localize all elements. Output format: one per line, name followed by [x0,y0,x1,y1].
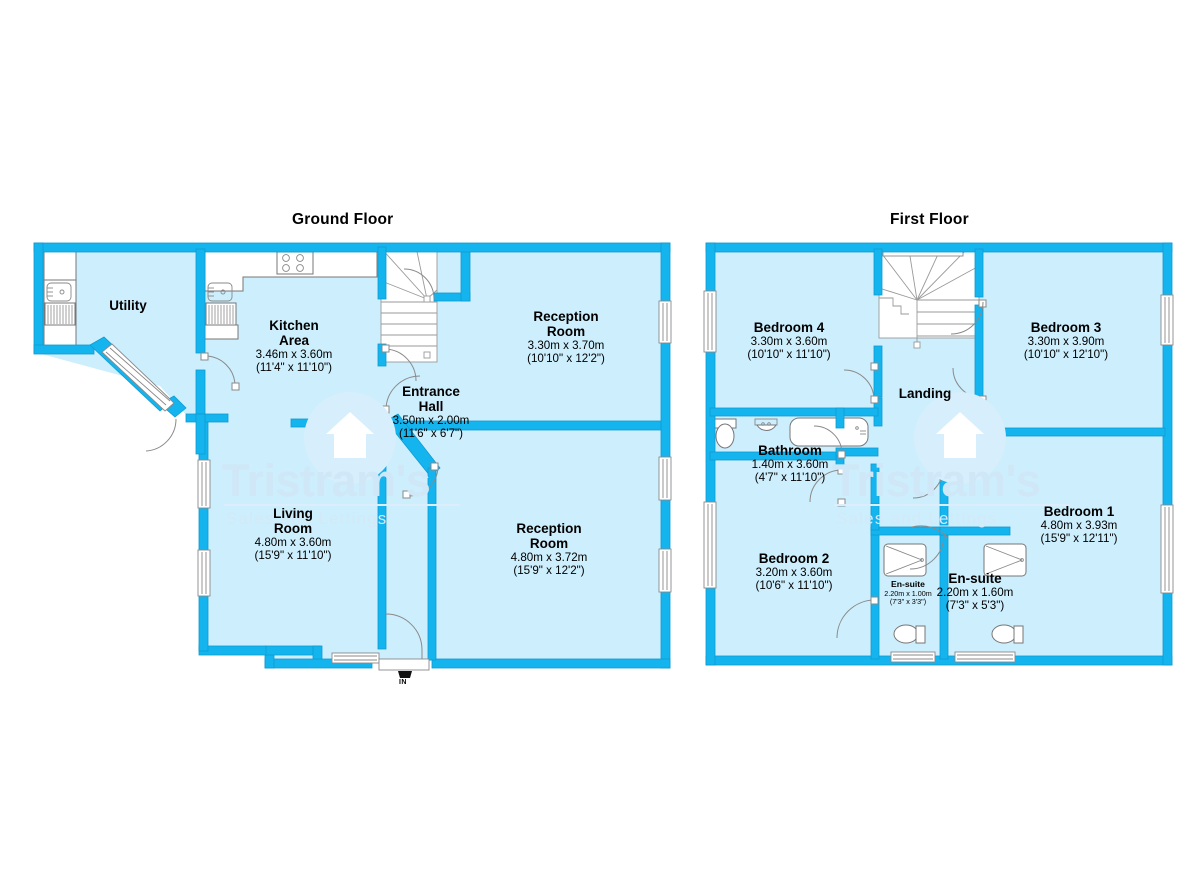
room-metric: 1.40m x 3.60m [751,458,829,472]
room-name: En-suite [948,571,1002,586]
room-label-en-suite-small: En-suite 2.20m x 1.00m (7'3" x 3'3") [884,579,932,606]
room-name-line2: Area [278,333,310,349]
room-name-line2: Hall [418,399,444,415]
room-label-bedroom-1: Bedroom 1 4.80m x 3.93m (15'9" x 12'11") [1041,504,1118,545]
ground-floor-doors [145,268,439,660]
room-imperial: (10'10" x 12'2") [527,352,605,366]
room-imperial: (15'9" x 12'2") [513,564,585,578]
room-imperial: (10'10" x 11'10") [747,348,831,362]
room-label-kitchen-area: Kitchen Area 3.46m x 3.60m (11'4" x 11'1… [256,318,333,374]
room-name: Bedroom 3 [1030,320,1102,335]
room-name: Utility [109,298,147,313]
room-imperial: (15'9" x 11'10") [254,549,332,563]
first-floor-title: First Floor [890,211,969,228]
room-metric: 3.30m x 3.60m [750,335,828,349]
room-name-line1: Reception [533,309,599,324]
room-imperial: (15'9" x 12'11") [1040,532,1118,546]
room-name: Bedroom 1 [1043,504,1115,519]
room-name: En-suite [891,579,925,589]
room-metric: 3.20m x 3.60m [755,566,833,580]
room-name: Landing [898,386,952,401]
entrance-in-label: IN [399,679,407,686]
room-label-reception-room-upper: Reception Room 3.30m x 3.70m (10'10" x 1… [527,309,605,365]
room-label-utility: Utility [109,298,147,313]
room-metric: 3.46m x 3.60m [255,348,333,362]
room-label-reception-room-lower: Reception Room 4.80m x 3.72m (15'9" x 12… [511,521,588,577]
room-name-line1: Entrance [402,384,460,399]
room-metric: 4.80m x 3.72m [510,551,588,565]
room-name: Bathroom [758,443,822,458]
room-metric: 2.20m x 1.00m [884,588,932,598]
room-imperial: (11'4" x 11'10") [255,361,333,375]
room-imperial: (4'7" x 11'10") [754,471,826,485]
room-label-living-room: Living Room 4.80m x 3.60m (15'9" x 11'10… [255,506,332,562]
room-metric: 3.50m x 2.00m [392,414,470,428]
room-imperial: (11'6" x 6'7") [399,427,463,441]
room-name-line2: Room [546,324,586,340]
room-name-line1: Living [273,506,313,521]
room-label-bedroom-2: Bedroom 2 3.20m x 3.60m (10'6" x 11'10") [756,551,833,592]
first-floor-windows [703,290,1174,663]
room-metric: 2.20m x 1.60m [936,586,1014,600]
ground-floor-entrance [378,658,430,678]
room-name-line1: Kitchen [269,318,319,333]
room-name-line2: Room [273,521,313,537]
room-metric: 3.30m x 3.70m [527,339,605,353]
room-label-en-suite-large: En-suite 2.20m x 1.60m (7'3" x 5'3") [937,571,1014,612]
room-label-entrance-hall: Entrance Hall 3.50m x 2.00m (11'6" x 6'7… [393,384,470,440]
ground-floor-fixtures [43,249,378,351]
room-metric: 4.80m x 3.60m [254,536,332,550]
room-name-line2: Room [529,536,569,552]
room-metric: 3.30m x 3.90m [1027,335,1105,349]
room-imperial: (7'3" x 5'3") [945,599,1005,613]
room-metric: 4.80m x 3.93m [1040,519,1118,533]
room-name: Bedroom 4 [753,320,825,335]
ground-floor-title: Ground Floor [292,211,394,228]
ground-floor-windows [101,300,672,664]
room-name-line1: Reception [516,521,582,536]
room-imperial: (10'10" x 12'10") [1023,348,1109,362]
room-label-bedroom-4: Bedroom 4 3.30m x 3.60m (10'10" x 11'10"… [747,320,830,361]
room-name: Bedroom 2 [758,551,830,566]
room-label-landing: Landing [899,386,952,401]
first-floor-staircase [878,246,980,349]
first-floor-fixtures [713,417,1027,644]
room-imperial: (10'6" x 11'10") [755,579,833,593]
room-label-bedroom-3: Bedroom 3 3.30m x 3.90m (10'10" x 12'10"… [1024,320,1108,361]
room-imperial: (7'3" x 3'3") [889,596,927,606]
room-label-bathroom: Bathroom 1.40m x 3.60m (4'7" x 11'10") [752,443,829,484]
